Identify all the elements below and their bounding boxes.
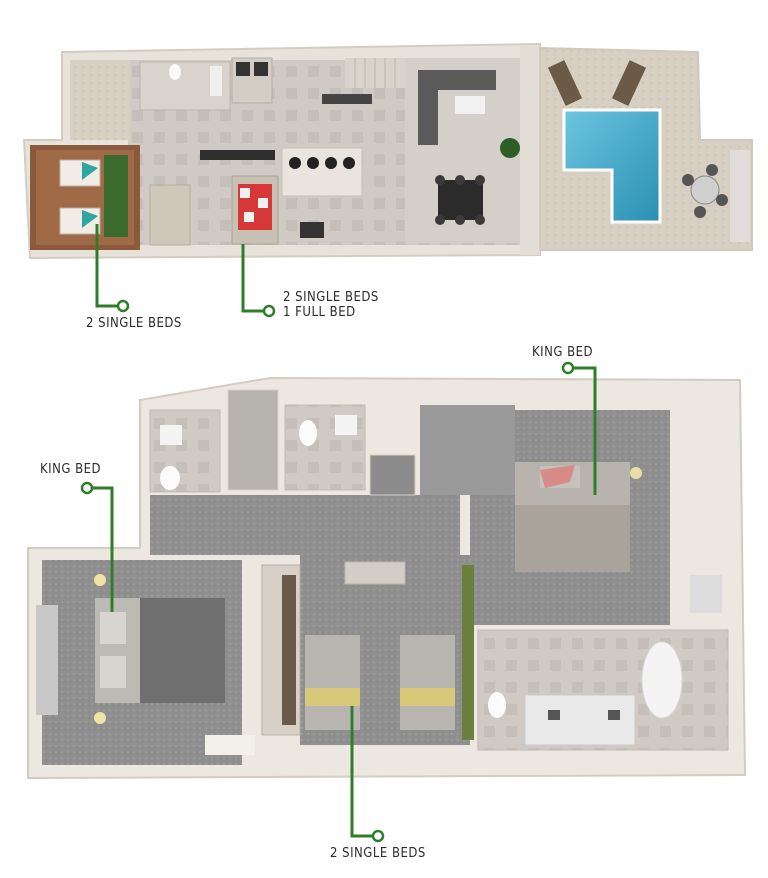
stool-icon	[289, 157, 301, 169]
bed-pattern	[258, 198, 268, 208]
window-panel	[36, 605, 58, 715]
toilet-icon	[488, 692, 506, 718]
bathtub-icon	[641, 641, 683, 719]
lounge-chair-icon	[547, 60, 583, 106]
stove-icon	[300, 222, 324, 238]
leader-dot	[116, 299, 130, 313]
chair-icon	[682, 174, 694, 186]
sink-icon	[210, 66, 222, 96]
pillow-icon	[82, 162, 98, 180]
lamp-icon	[630, 467, 642, 479]
single-bed-icon	[59, 207, 101, 235]
label-ground-left-beds: 2 SINGLE BEDS	[86, 316, 182, 331]
entry-floor	[70, 60, 130, 140]
toilet-icon	[160, 466, 180, 490]
stairs-ground	[345, 58, 405, 88]
patio-table-icon	[690, 175, 720, 205]
label-ground-middle-beds-line2: 1 FULL BED	[283, 305, 356, 320]
leader-line-upper-left	[92, 486, 114, 612]
window-plant	[104, 155, 128, 237]
closet	[149, 184, 191, 246]
glass-rail	[730, 150, 750, 242]
stool-icon	[343, 157, 355, 169]
sink-icon	[160, 425, 182, 445]
sofa-icon	[418, 90, 438, 145]
king-bed-duvet	[515, 505, 630, 572]
lamp-icon	[94, 712, 106, 724]
hallway-carpet	[150, 495, 460, 555]
plant-icon	[500, 138, 520, 158]
chair-icon	[706, 164, 718, 176]
wall-art	[462, 565, 474, 740]
callout-dots	[80, 299, 575, 843]
coffee-table-icon	[455, 96, 485, 114]
sink-icon	[608, 710, 620, 720]
kitchen-island	[281, 147, 363, 197]
stool-icon	[307, 157, 319, 169]
leader-dot	[262, 304, 276, 318]
chair-icon	[455, 215, 465, 225]
ground-floor-plan	[22, 42, 541, 260]
leader-dot	[371, 829, 385, 843]
upper-floor-plan	[27, 376, 747, 780]
chair-icon	[694, 206, 706, 218]
label-ground-middle-beds-line1: 2 SINGLE BEDS	[283, 290, 379, 305]
label-upper-middle-beds: 2 SINGLE BEDS	[330, 846, 426, 861]
closet	[369, 454, 416, 496]
tv-console	[322, 94, 372, 104]
pillow-icon	[540, 465, 575, 488]
sink-icon	[335, 415, 357, 435]
bed-throw	[400, 688, 455, 706]
king-bed-duvet	[140, 598, 225, 703]
patio-wall	[520, 46, 540, 255]
washer-icon	[236, 62, 250, 76]
kitchen-counter	[200, 150, 275, 160]
single-bed-icon	[59, 159, 101, 187]
toilet-icon	[169, 64, 181, 80]
pillow-icon	[100, 612, 126, 644]
chair-icon	[435, 175, 445, 185]
wardrobe-items	[282, 575, 296, 725]
swimming-pool	[562, 108, 662, 224]
lounge-chair-icon	[611, 60, 647, 106]
pillow-icon	[100, 656, 126, 688]
single-bed-icon	[400, 635, 455, 730]
chair-icon	[475, 215, 485, 225]
stool-icon	[325, 157, 337, 169]
pool-deck	[539, 46, 753, 251]
bed-throw	[305, 688, 360, 706]
leader-line-ground-left	[95, 224, 118, 308]
lamp-icon	[94, 574, 106, 586]
chair-icon	[716, 194, 728, 206]
chair-icon	[435, 215, 445, 225]
callout-leaders	[92, 224, 597, 838]
pillow-icon	[82, 210, 98, 228]
shower-upper	[227, 389, 279, 491]
leader-line-upper-right	[573, 366, 597, 495]
chair-icon	[475, 175, 485, 185]
label-upper-left-king-bed: KING BED	[40, 462, 102, 477]
leader-line-ground-middle	[241, 244, 264, 313]
sofa-icon	[418, 70, 496, 90]
bed-pattern	[244, 212, 254, 222]
label-upper-right-king-bed: KING BED	[532, 345, 594, 360]
toilet-icon	[299, 420, 317, 446]
leader-dot	[561, 361, 575, 375]
sink-icon	[548, 710, 560, 720]
tv-panel	[690, 575, 722, 613]
stairs-area	[420, 405, 515, 495]
leader-line-upper-middle	[350, 706, 373, 838]
rug-icon	[205, 735, 255, 755]
desk-icon	[344, 561, 406, 585]
dining-table-icon	[438, 180, 483, 220]
leader-dot	[80, 481, 94, 495]
chair-icon	[455, 175, 465, 185]
dryer-icon	[254, 62, 268, 76]
bed-pattern	[240, 188, 250, 198]
